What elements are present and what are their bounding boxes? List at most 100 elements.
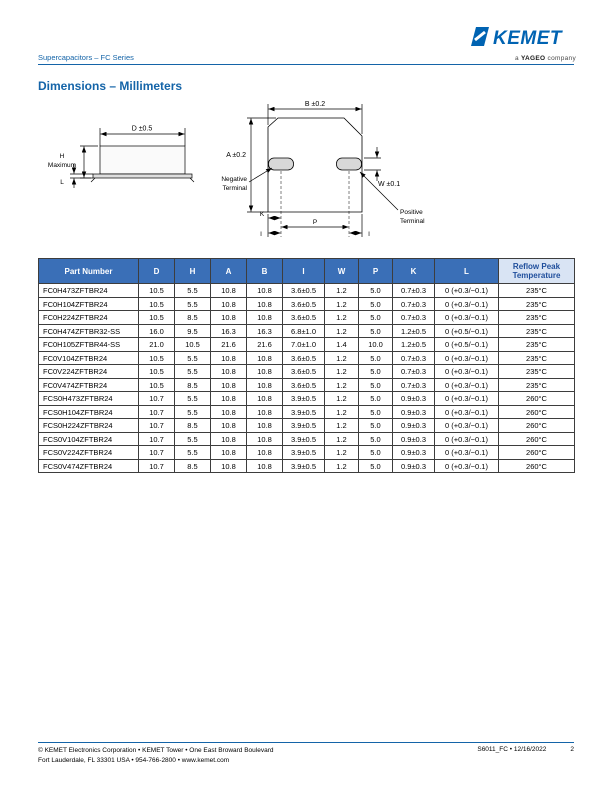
dimension-cell: 10.7 — [138, 404, 175, 420]
dimension-cell: 10.5 — [138, 350, 175, 366]
positive-terminal-pad — [336, 157, 362, 171]
dimension-cell: 5.0 — [358, 445, 393, 460]
column-header: H — [174, 257, 211, 285]
dimension-cell: 5.0 — [358, 364, 393, 379]
d-dimension-label: D ±0.5 — [132, 126, 153, 133]
dimension-cell: 10.8 — [246, 458, 283, 474]
dimension-h: H Maximum — [48, 145, 98, 179]
dimension-cell: 3.9±0.5 — [282, 445, 325, 460]
dimension-cell: 5.5 — [174, 350, 211, 366]
part-number-cell: FCS0H473ZFTBR24 — [38, 391, 139, 406]
dimension-cell: 10.5 — [138, 296, 175, 312]
k-dimension-label: K — [260, 211, 265, 218]
dimension-cell: 5.0 — [358, 283, 393, 298]
dimension-cell: 0.7±0.3 — [392, 350, 435, 366]
positive-terminal-label-line1: Positive — [400, 209, 423, 216]
h-dimension-label-line2: Maximum — [48, 162, 76, 169]
dimension-d: D ±0.5 — [99, 126, 186, 146]
dimension-cell: 1.2 — [324, 458, 359, 474]
page-number: 2 — [570, 746, 574, 753]
i-right-dimension-label: I — [368, 231, 370, 238]
dimension-cell: 0.7±0.3 — [392, 296, 435, 312]
dimension-cell: 260°C — [498, 431, 575, 447]
dimension-cell: 5.5 — [174, 364, 211, 379]
dimension-cell: 10.8 — [210, 445, 247, 460]
dimension-cell: 0 (+0.3/−0.1) — [434, 404, 499, 420]
dimension-drawings: D ±0.5 H Maximum L — [48, 101, 425, 238]
b-dimension-label: B ±0.2 — [305, 101, 325, 108]
footer-meta: S6011_FC • 12/16/2022 2 — [477, 746, 574, 767]
dimension-cell: 260°C — [498, 445, 575, 460]
dimension-cell: 235°C — [498, 310, 575, 325]
part-number-cell: FC0V104ZFTBR24 — [38, 350, 139, 366]
top-view-drawing: B ±0.2 A ±0.2 W ±0.1 Nega — [221, 101, 425, 238]
i-left-dimension-label: I — [260, 231, 262, 238]
dimension-cell: 0 (+0.5/−0.1) — [434, 323, 499, 339]
dimension-cell: 9.5 — [174, 323, 211, 339]
dimension-cell: 10.7 — [138, 418, 175, 433]
dimension-cell: 6.8±1.0 — [282, 323, 325, 339]
dimension-cell: 0.7±0.3 — [392, 364, 435, 379]
dimension-cell: 0.9±0.3 — [392, 431, 435, 447]
negative-terminal-label-line2: Terminal — [222, 185, 247, 192]
dimension-cell: 3.6±0.5 — [282, 296, 325, 312]
dimension-cell: 1.2 — [324, 391, 359, 406]
dimension-cell: 1.2±0.5 — [392, 337, 435, 352]
tagline-prefix: a — [514, 55, 519, 62]
dimension-cell: 1.2 — [324, 364, 359, 379]
column-header: A — [210, 257, 247, 285]
dimension-cell: 3.9±0.5 — [282, 391, 325, 406]
dimension-cell: 1.2 — [324, 296, 359, 312]
dimension-cell: 5.0 — [358, 323, 393, 339]
dimension-cell: 0 (+0.3/−0.1) — [434, 431, 499, 447]
part-number-cell: FCS0H104ZFTBR24 — [38, 404, 139, 420]
dimension-cell: 21.0 — [138, 337, 175, 352]
column-header: I — [282, 257, 325, 285]
dimension-cell: 10.8 — [210, 391, 247, 406]
lead-tick-left — [90, 177, 96, 183]
dimension-cell: 5.0 — [358, 310, 393, 325]
dimension-cell: 10.5 — [138, 364, 175, 379]
dimension-cell: 1.2 — [324, 404, 359, 420]
dimension-b: B ±0.2 — [267, 101, 363, 134]
dimension-cell: 1.2 — [324, 350, 359, 366]
logo-tagline: a YAGEO company — [468, 55, 576, 62]
dimension-cell: 10.8 — [246, 296, 283, 312]
dimension-cell: 0.9±0.3 — [392, 458, 435, 474]
dimension-cell: 235°C — [498, 337, 575, 352]
part-number-cell: FC0H474ZFTBR32-SS — [38, 323, 139, 339]
part-number-cell: FC0H105ZFTBR44-SS — [38, 337, 139, 352]
dimension-cell: 5.5 — [174, 404, 211, 420]
dimension-cell: 10.8 — [210, 431, 247, 447]
dimension-cell: 21.6 — [210, 337, 247, 352]
capacitor-base-plate — [92, 173, 193, 179]
part-number-cell: FC0H104ZFTBR24 — [38, 296, 139, 312]
dimension-cell: 10.5 — [138, 377, 175, 393]
part-number-cell: FC0H224ZFTBR24 — [38, 310, 139, 325]
dimension-cell: 1.2 — [324, 377, 359, 393]
dimension-cell: 10.8 — [246, 377, 283, 393]
dimension-cell: 0.9±0.3 — [392, 404, 435, 420]
dimension-cell: 0.9±0.3 — [392, 418, 435, 433]
dimension-cell: 10.8 — [246, 350, 283, 366]
kemet-logo-mark-slash — [474, 30, 486, 42]
dimension-cell: 235°C — [498, 296, 575, 312]
bottom-dimensions: K P I I — [260, 171, 370, 238]
negative-terminal-pad — [268, 157, 294, 171]
dimension-cell: 0.7±0.3 — [392, 283, 435, 298]
dimension-cell: 1.2 — [324, 445, 359, 460]
column-header: P — [358, 257, 393, 285]
dimension-cell: 0.7±0.3 — [392, 310, 435, 325]
dimension-cell: 235°C — [498, 364, 575, 379]
dimension-l: L — [60, 164, 93, 188]
dimension-cell: 3.9±0.5 — [282, 431, 325, 447]
dimension-cell: 5.5 — [174, 283, 211, 298]
footer-address-line2: Fort Lauderdale, FL 33301 USA • 954-766-… — [38, 757, 230, 765]
